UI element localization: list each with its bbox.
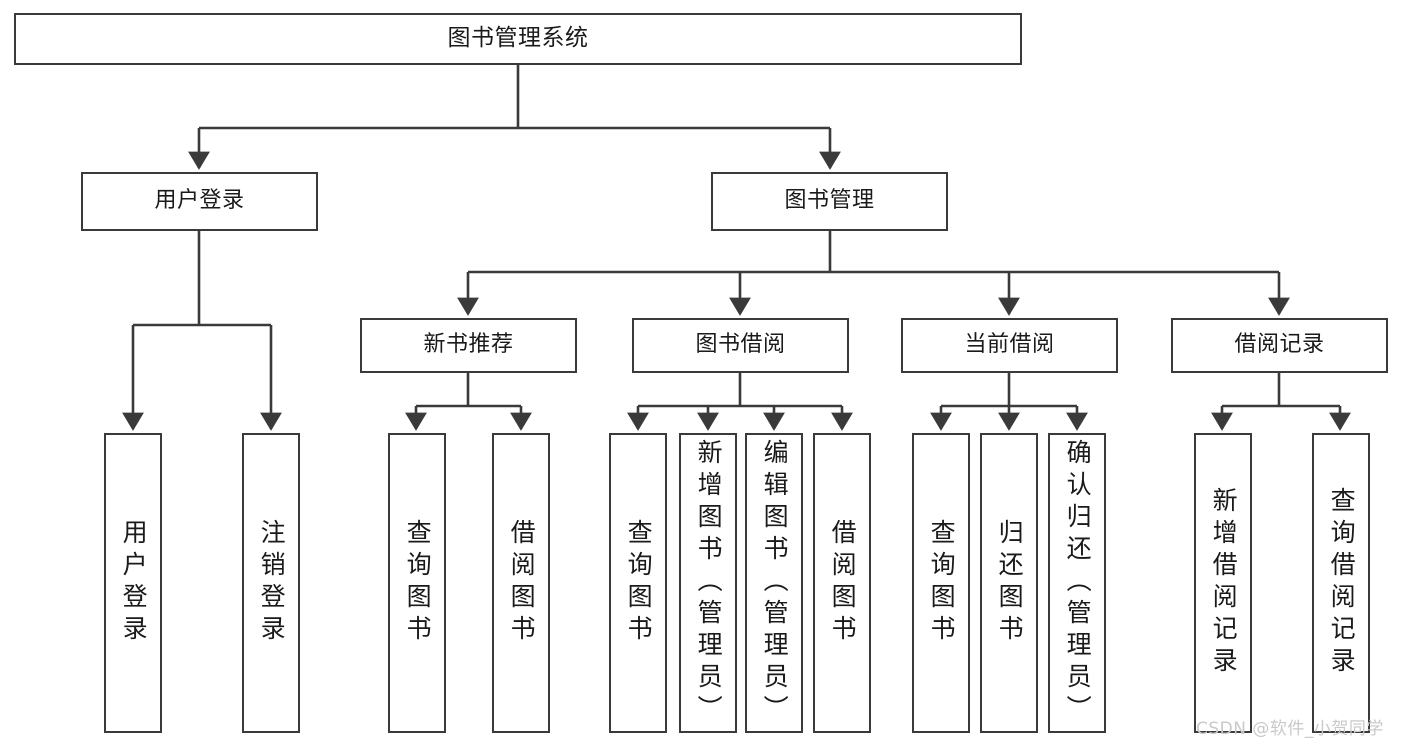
node-label: 归还图书 [995, 519, 1025, 647]
node-current-borrow[interactable]: 当前借阅 [901, 318, 1118, 373]
leaf-add-book-admin[interactable]: 新增图书（管理员） [679, 433, 737, 733]
node-label: 查询借阅记录 [1327, 487, 1357, 679]
leaf-add-borrow-record[interactable]: 新增借阅记录 [1194, 433, 1252, 733]
node-label: 借阅记录 [1234, 332, 1325, 358]
node-label: 图书借阅 [695, 332, 786, 358]
node-label: 注销登录 [257, 519, 287, 647]
node-label: 新增图书（管理员） [694, 439, 724, 727]
node-borrow-record[interactable]: 借阅记录 [1171, 318, 1388, 373]
node-label: 查询图书 [927, 519, 957, 647]
leaf-confirm-return-admin[interactable]: 确认归还（管理员） [1048, 433, 1106, 733]
leaf-query-borrow-record[interactable]: 查询借阅记录 [1312, 433, 1370, 733]
leaf-query-book-newrec[interactable]: 查询图书 [388, 433, 446, 733]
node-book-management[interactable]: 图书管理 [711, 172, 948, 231]
node-book-borrow[interactable]: 图书借阅 [632, 318, 849, 373]
node-label: 图书管理系统 [447, 25, 589, 52]
node-new-book-recommend[interactable]: 新书推荐 [360, 318, 577, 373]
node-label: 确认归还（管理员） [1063, 439, 1093, 727]
node-label: 查询图书 [403, 519, 433, 647]
leaf-edit-book-admin[interactable]: 编辑图书（管理员） [745, 433, 803, 733]
node-root-book-management-system[interactable]: 图书管理系统 [14, 13, 1022, 65]
node-user-login[interactable]: 用户登录 [81, 172, 318, 231]
leaf-return-book[interactable]: 归还图书 [980, 433, 1038, 733]
leaf-borrow-book[interactable]: 借阅图书 [813, 433, 871, 733]
node-label: 借阅图书 [828, 519, 858, 647]
node-label: 新书推荐 [423, 332, 514, 358]
node-label: 图书管理 [784, 188, 875, 214]
node-label: 借阅图书 [507, 519, 537, 647]
leaf-borrow-book-newrec[interactable]: 借阅图书 [492, 433, 550, 733]
node-label: 当前借阅 [964, 332, 1055, 358]
node-label: 新增借阅记录 [1209, 487, 1239, 679]
leaf-user-login[interactable]: 用户登录 [104, 433, 162, 733]
leaf-query-book-current[interactable]: 查询图书 [912, 433, 970, 733]
leaf-query-book-borrow[interactable]: 查询图书 [609, 433, 667, 733]
node-label: 编辑图书（管理员） [760, 439, 790, 727]
leaf-logout[interactable]: 注销登录 [242, 433, 300, 733]
node-label: 用户登录 [119, 519, 149, 647]
node-label: 用户登录 [154, 188, 245, 214]
node-label: 查询图书 [624, 519, 654, 647]
